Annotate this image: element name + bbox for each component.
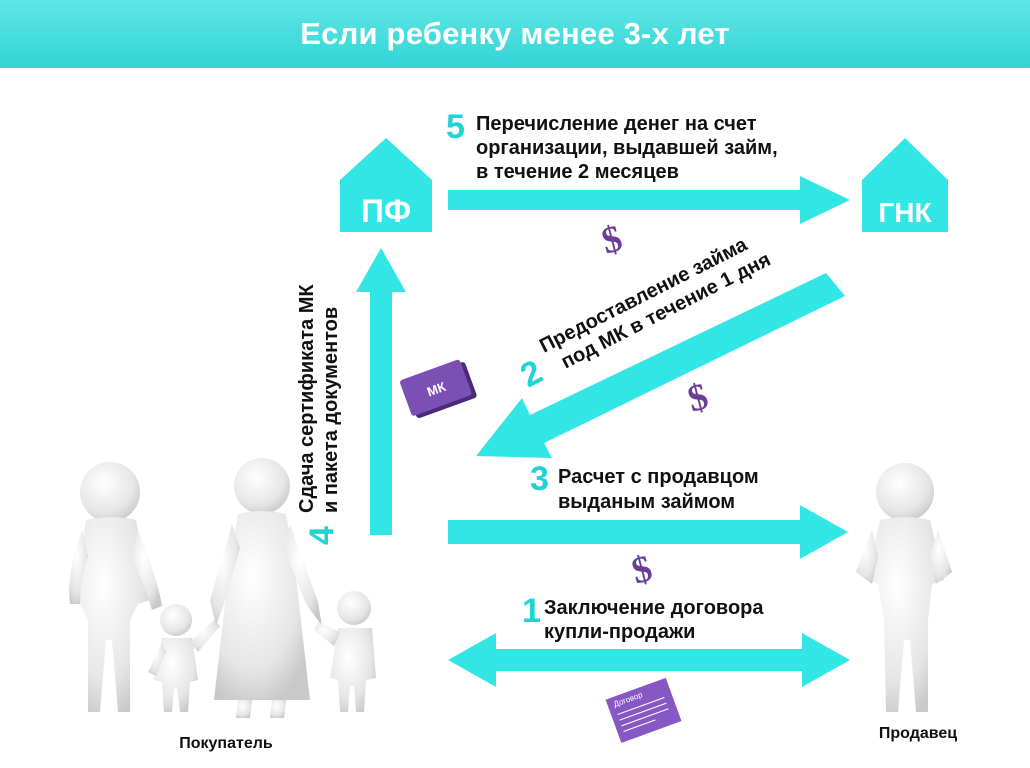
gnk-house-label: ГНК — [878, 197, 932, 228]
step-4-line-1: Сдача сертификата МК — [296, 284, 318, 513]
step-5-line-3: в течение 2 месяцев — [476, 161, 679, 183]
mk-certificate-icon: МК — [400, 359, 477, 419]
contract-document-icon: Договор — [605, 677, 682, 743]
small-boy-figure — [148, 604, 220, 712]
pf-house-label: ПФ — [361, 193, 411, 229]
gnk-house: ГНК — [862, 138, 948, 232]
step-3-label: 3 Расчет с продавцом выданым займом — [530, 460, 759, 513]
title-banner: Если ребенку менее 3-х лет — [0, 0, 1030, 68]
step-4-number: 4 — [303, 526, 341, 545]
step-5-line-2: организации, выдавшей займ, — [476, 137, 778, 159]
step-3-line-2: выданым займом — [558, 491, 735, 513]
step-1-line-1: Заключение договора — [544, 597, 764, 619]
step-5-line-1: Перечисление денег на счет — [476, 113, 757, 135]
step-1-line-2: купли-продажи — [544, 621, 695, 643]
step-3-number: 3 — [530, 460, 549, 498]
step-5-label: 5 Перечисление денег на счет организации… — [446, 108, 778, 183]
step-5-number: 5 — [446, 108, 465, 146]
dollar-icon: $ — [597, 217, 626, 262]
step-3-line-1: Расчет с продавцом — [558, 466, 759, 488]
arrow-step-5 — [448, 176, 850, 224]
step-2-number: 2 — [514, 353, 548, 395]
arrow-step-3 — [448, 505, 848, 559]
arrow-step-4 — [356, 248, 406, 535]
step-1-label: 1 Заключение договора купли-продажи — [522, 592, 764, 643]
page-title: Если ребенку менее 3-х лет — [300, 16, 730, 51]
arrow-step-1 — [448, 633, 850, 687]
step-4-line-2: и пакета документов — [320, 307, 342, 513]
mother-figure — [210, 458, 322, 718]
father-figure — [69, 462, 162, 712]
older-boy-figure — [314, 591, 376, 712]
mk-certificate-label: МК — [425, 379, 448, 400]
step-4-label: 4 Сдача сертификата МК и пакета документ… — [296, 284, 342, 545]
buyer-family-figures — [69, 458, 376, 718]
seller-figure — [856, 463, 952, 712]
pf-house: ПФ — [340, 138, 432, 232]
seller-label: Продавец — [879, 725, 957, 742]
dollar-icon: $ — [683, 375, 712, 420]
dollar-icon: $ — [627, 547, 656, 592]
pf-house-shape — [340, 138, 432, 232]
buyer-label: Покупатель — [179, 735, 273, 752]
gnk-house-shape — [862, 138, 948, 232]
arrow-step-2 — [476, 273, 845, 458]
step-1-number: 1 — [522, 592, 541, 630]
